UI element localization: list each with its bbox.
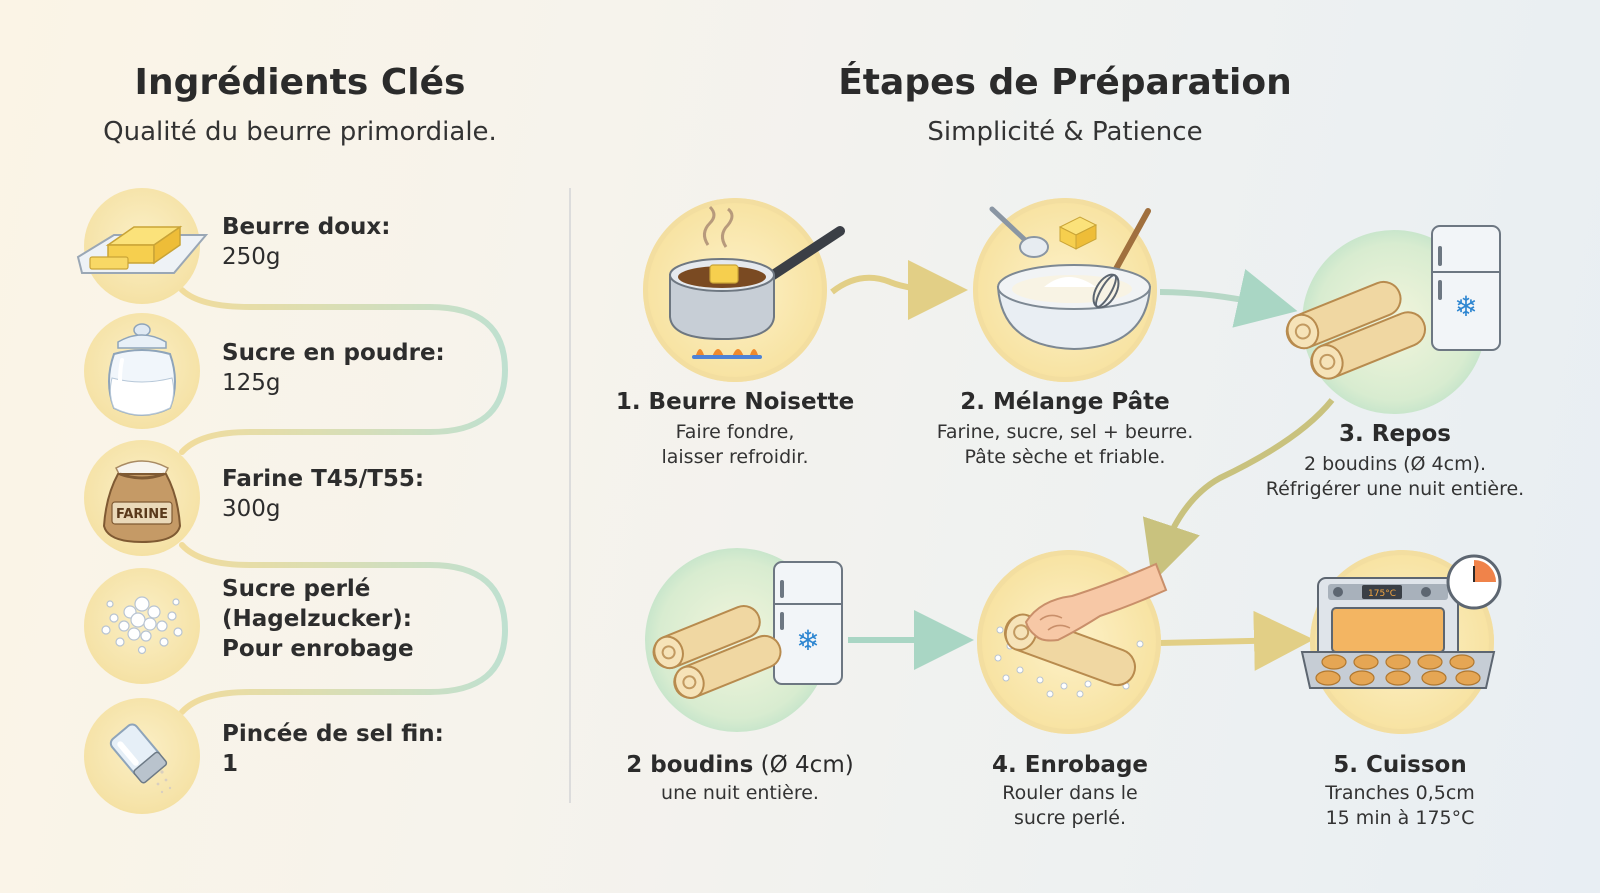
rest-desc: une nuit entière.: [661, 782, 819, 804]
oven-display: 175°C: [1368, 589, 1396, 599]
ingredient-salt: Pincée de sel fin: 1: [222, 719, 444, 779]
butter-icon: [76, 225, 209, 274]
ingredient-pearl-sugar-detail-2: Pour enrobage: [222, 636, 414, 662]
step3-desc: 2 boudins (Ø 4cm). Réfrigérer une nuit e…: [1240, 452, 1550, 502]
ingredient-connector-line: [179, 287, 509, 715]
sugar-jar-icon: [108, 323, 176, 416]
step4-desc: Rouler dans le sucre perlé.: [935, 781, 1205, 831]
ingredient-salt-amount: 1: [222, 751, 239, 777]
ingredient-salt-name: Pincée de sel fin:: [222, 721, 444, 747]
ingredients-subtitle: Qualité du beurre primordiale.: [103, 117, 497, 147]
flour-sack-label: FARINE: [116, 507, 168, 522]
salt-shaker-icon: [109, 723, 172, 794]
step1-desc-line1: Faire fondre,: [675, 421, 795, 443]
arrow-step3-to-step4: [1142, 398, 1335, 583]
rest-title: 2 boudins (Ø 4cm): [590, 752, 890, 778]
ingredients-title: Ingrédients Clés: [134, 62, 466, 103]
ingredient-flour: Farine T45/T55: 300g: [222, 464, 424, 524]
ingredient-pearl-sugar-name: Sucre perlé: [222, 576, 371, 602]
pearl-sugar-icon: [101, 596, 183, 655]
step5-desc: Tranches 0,5cm 15 min à 175°C: [1265, 781, 1535, 831]
step3-desc-line1: 2 boudins (Ø 4cm).: [1303, 453, 1487, 475]
fridge-rolls-icon: ❄: [1285, 225, 1501, 380]
svg-text:❄: ❄: [1454, 290, 1477, 323]
svg-text:❄: ❄: [796, 624, 819, 657]
ingredient-sugar-amount: 125g: [222, 370, 281, 396]
ingredient-flour-name: Farine T45/T55:: [222, 466, 425, 492]
step2-title: 2. Mélange Pâte: [960, 389, 1170, 415]
step5-desc-line2: 15 min à 175°C: [1325, 807, 1475, 829]
step4-desc-line1: Rouler dans le: [1002, 782, 1138, 804]
arrow-step2-to-step3: [1159, 269, 1298, 328]
arrow-step4-to-step5: [1159, 610, 1314, 671]
oven-icon: 175°C: [1300, 554, 1502, 689]
rest-title-light: (Ø 4cm): [753, 752, 854, 778]
rest-title-bold: 2 boudins: [626, 752, 754, 778]
ingredient-sugar: Sucre en poudre: 125g: [222, 338, 445, 398]
saucepan-icon: [669, 205, 845, 359]
flour-sack-icon: FARINE: [102, 460, 182, 544]
ingredient-pearl-sugar-detail-1: (Hagelzucker):: [222, 606, 412, 632]
step2-desc: Farine, sucre, sel + beurre. Pâte sèche …: [905, 420, 1225, 470]
step5-desc-line1: Tranches 0,5cm: [1325, 782, 1475, 804]
step3-title: 3. Repos: [1338, 421, 1451, 447]
ingredient-butter: Beurre doux: 250g: [222, 212, 390, 272]
ingredient-sugar-name: Sucre en poudre:: [222, 340, 445, 366]
ingredient-pearl-sugar: Sucre perlé (Hagelzucker): Pour enrobage: [222, 574, 414, 664]
ingredient-butter-name: Beurre doux:: [222, 214, 391, 240]
ingredient-flour-amount: 300g: [222, 496, 281, 522]
step2-desc-line2: Pâte sèche et friable.: [964, 446, 1166, 468]
step5-title: 5. Cuisson: [1333, 752, 1467, 778]
step1-title: 1. Beurre Noisette: [615, 389, 855, 415]
steps-title: Étapes de Préparation: [838, 62, 1292, 103]
step4-title: 4. Enrobage: [991, 752, 1149, 778]
mixing-bowl-icon: [989, 206, 1152, 351]
steps-subtitle: Simplicité & Patience: [927, 117, 1203, 147]
step4-desc-line2: sucre perlé.: [1013, 807, 1127, 829]
step1-desc-line2: laisser refroidir.: [661, 446, 809, 468]
step1-desc: Faire fondre, laisser refroidir.: [605, 420, 865, 470]
rest-fridge-rolls-icon: ❄: [652, 561, 843, 699]
step2-desc-line1: Farine, sucre, sel + beurre.: [936, 421, 1194, 443]
step3-desc-line2: Réfrigérer une nuit entière.: [1265, 478, 1525, 500]
ingredient-butter-amount: 250g: [222, 244, 281, 270]
rolling-dough-icon: [994, 562, 1168, 698]
section-divider: [569, 188, 571, 803]
arrow-step1-to-step2: [830, 259, 968, 320]
